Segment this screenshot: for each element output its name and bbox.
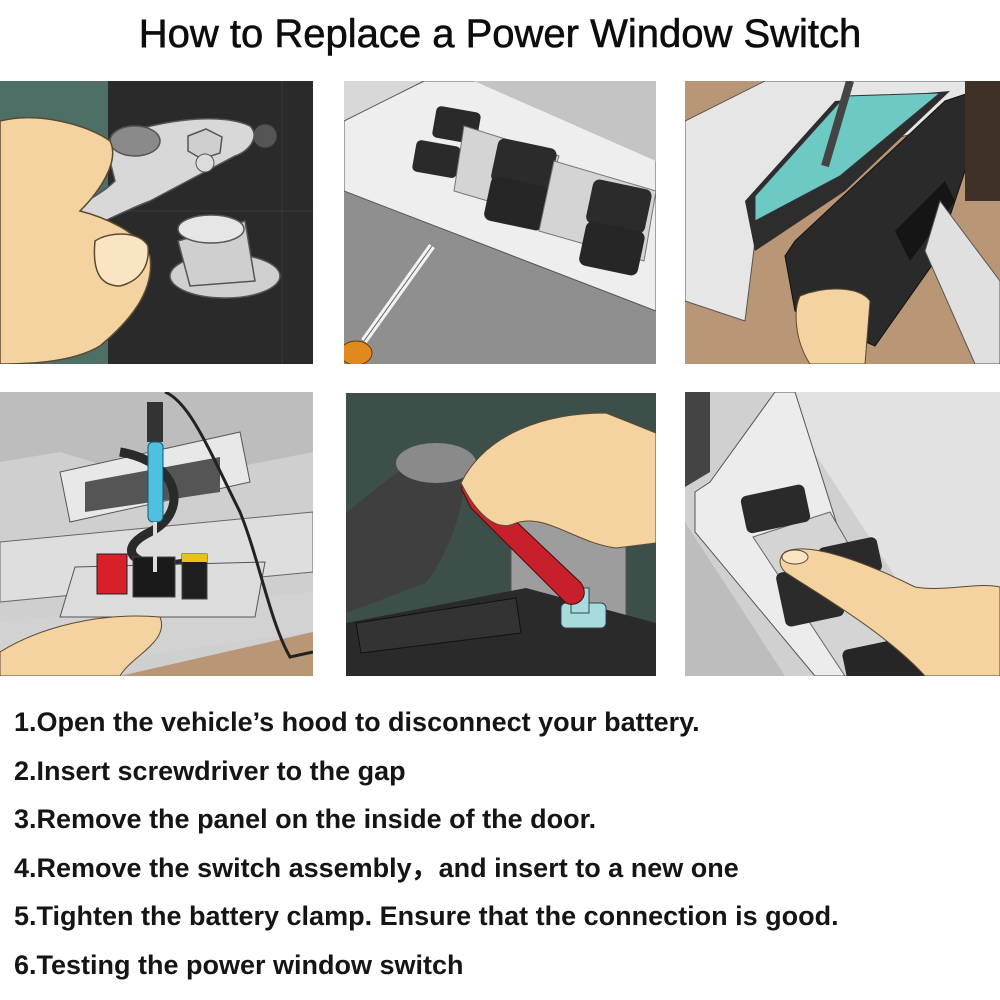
step-5: 5.Tighten the battery clamp. Ensure that… xyxy=(14,901,839,931)
illustration-test-switch xyxy=(685,392,1000,676)
step-4: 4.Remove the switch assembly，and insert … xyxy=(14,852,739,883)
step-1: 1.Open the vehicle’s hood to disconnect … xyxy=(14,707,700,737)
illustration-screwdriver-gap xyxy=(344,81,656,364)
step-2: 2.Insert screwdriver to the gap xyxy=(14,755,406,786)
instruction-steps: 1.Open the vehicle’s hood to disconnect … xyxy=(14,698,994,989)
page-title: How to Replace a Power Window Switch xyxy=(138,12,862,57)
illustration-switch-connectors xyxy=(0,392,313,676)
illustration-battery-terminal xyxy=(0,81,313,364)
step-3: 3.Remove the panel on the inside of the … xyxy=(14,804,597,834)
illustration-door-panel xyxy=(685,81,1000,364)
illustration-battery-clamp-wrench xyxy=(346,393,656,676)
step-6: 6.Testing the power window switch xyxy=(14,949,464,980)
